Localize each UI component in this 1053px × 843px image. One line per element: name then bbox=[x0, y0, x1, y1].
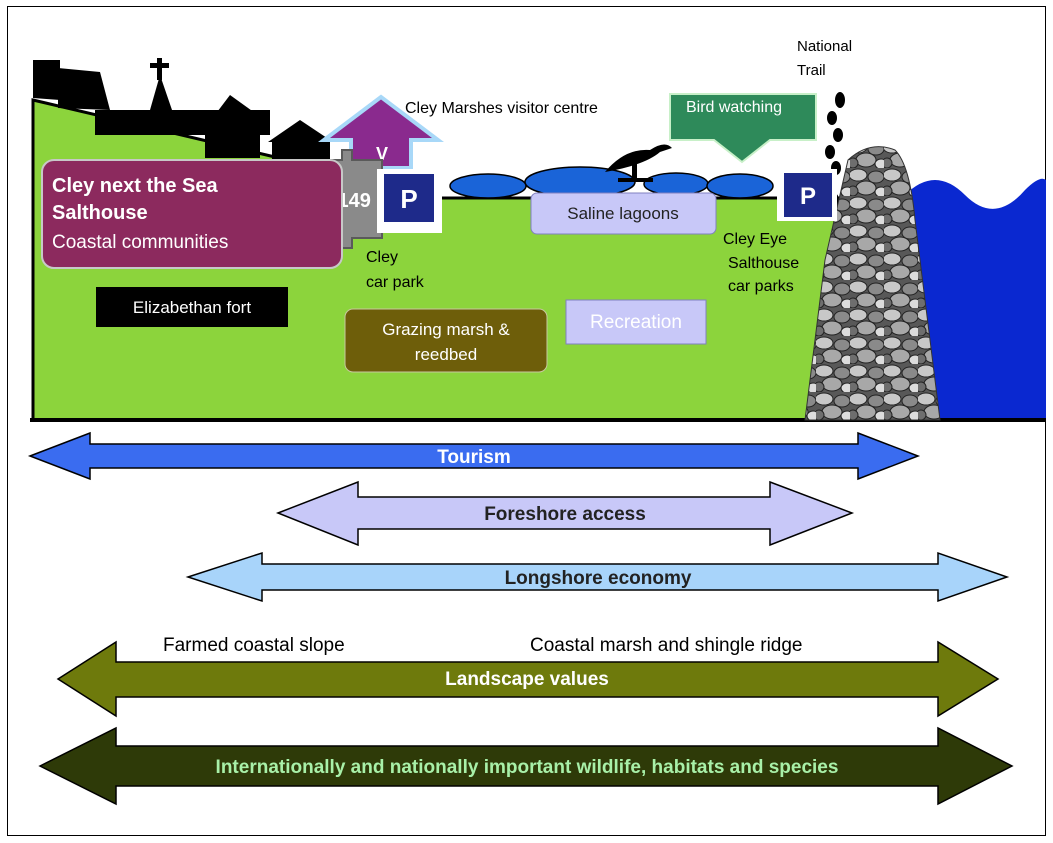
community-line-1: Cley next the Sea bbox=[52, 175, 219, 197]
cley-eye-line-3: car parks bbox=[728, 278, 794, 295]
community-line-2: Salthouse bbox=[52, 202, 148, 224]
village-silhouette bbox=[33, 58, 333, 172]
marsh-ridge-label: Coastal marsh and shingle ridge bbox=[530, 635, 803, 656]
community-box bbox=[41, 159, 343, 269]
cley-car-park-line-1: Cley bbox=[366, 249, 398, 266]
parking-sign-cley-eye-label: P bbox=[800, 183, 816, 210]
national-trail-line-1: National bbox=[797, 38, 852, 55]
shingle-ridge bbox=[804, 146, 941, 421]
cley-eye-line-2: Salthouse bbox=[728, 255, 799, 272]
landscape-values-label: Landscape values bbox=[445, 669, 609, 690]
grazing-marsh-line-1: Grazing marsh & bbox=[382, 320, 510, 339]
visitor-centre-label: Cley Marshes visitor centre bbox=[405, 100, 598, 117]
sea bbox=[905, 178, 1046, 420]
farmed-slope-label: Farmed coastal slope bbox=[163, 635, 345, 656]
lagoons bbox=[449, 166, 774, 199]
recreation-label: Recreation bbox=[590, 312, 682, 333]
cley-eye-line-1: Cley Eye bbox=[723, 231, 787, 248]
fort-box bbox=[96, 287, 288, 327]
foreshore-arrow bbox=[275, 480, 855, 547]
tourism-label: Tourism bbox=[437, 447, 511, 468]
wildlife-label: Internationally and nationally important… bbox=[216, 757, 839, 778]
grazing-marsh-line-2: reedbed bbox=[415, 345, 477, 364]
longshore-label: Longshore economy bbox=[505, 568, 692, 589]
saline-lagoons-label: Saline lagoons bbox=[567, 204, 679, 223]
cley-car-park-line-2: car park bbox=[366, 274, 425, 291]
fort-label: Elizabethan fort bbox=[133, 298, 251, 317]
landscape-values-arrow bbox=[56, 640, 1000, 718]
bird-watching-sign bbox=[669, 93, 817, 164]
community-line-3: Coastal communities bbox=[52, 232, 228, 253]
national-trail-line-2: Trail bbox=[797, 62, 826, 79]
foreshore-label: Foreshore access bbox=[484, 504, 646, 525]
grazing-marsh-box bbox=[344, 308, 548, 373]
bird-watching-label: Bird watching bbox=[686, 99, 782, 116]
tourism-arrow bbox=[27, 431, 921, 481]
parking-sign-cley-label: P bbox=[400, 184, 417, 214]
recreation-box bbox=[565, 299, 707, 345]
saline-lagoons-box bbox=[530, 192, 717, 235]
bird-icon bbox=[605, 144, 672, 182]
longshore-arrow bbox=[185, 551, 1010, 603]
wildlife-arrow bbox=[38, 726, 1014, 806]
